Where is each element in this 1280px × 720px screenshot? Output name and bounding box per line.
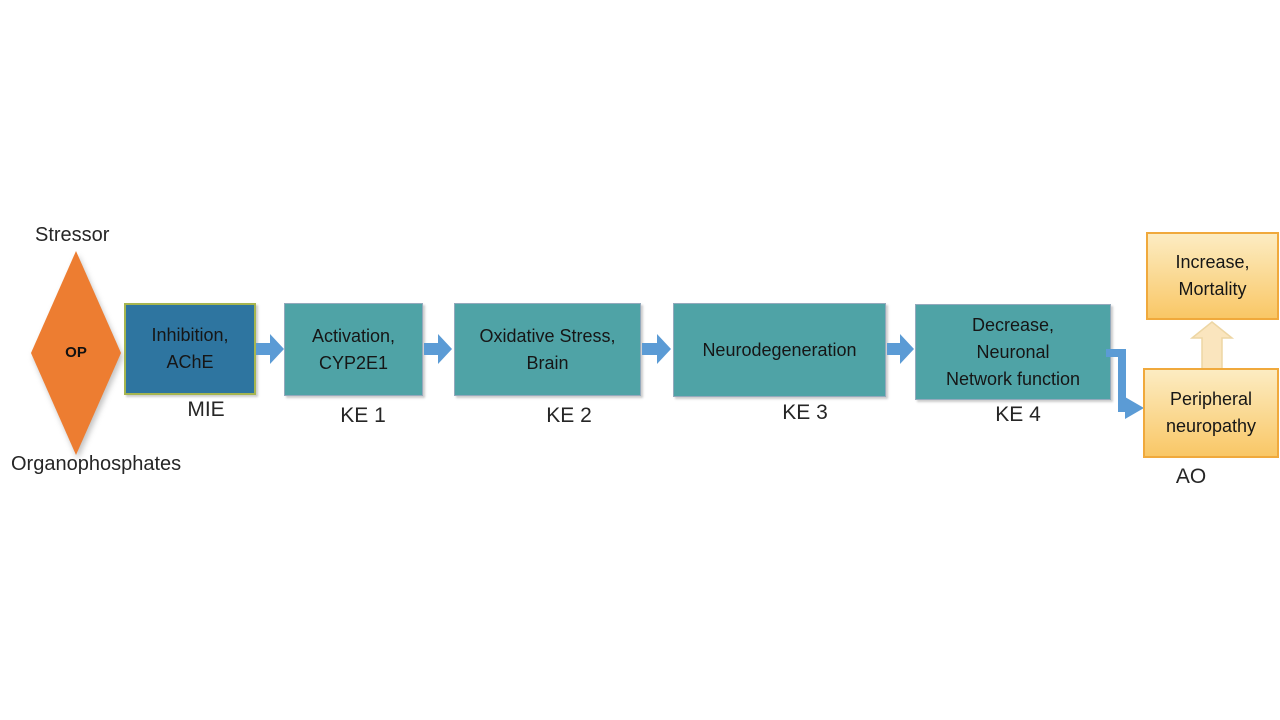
arrow-mie-to-ke1	[256, 334, 284, 364]
node-ke2-line1: Oxidative Stress,	[479, 325, 616, 346]
node-mie: Inhibition, AChE	[124, 303, 256, 395]
node-ke1-line2: CYP2E1	[318, 352, 389, 373]
node-ao-line2: neuropathy	[1165, 416, 1257, 436]
tag-mie: MIE	[187, 398, 225, 421]
node-outcome-line2: Mortality	[1178, 279, 1247, 299]
diamond-shape: OP	[31, 251, 121, 455]
node-ke1: Activation, CYP2E1	[284, 303, 423, 396]
tag-ao: AO	[1175, 465, 1207, 488]
node-ke2-line2: Brain	[526, 352, 569, 373]
node-ke4: Decrease, Neuronal Network function	[915, 304, 1111, 400]
arrow-ke2-to-ke3	[642, 334, 671, 364]
node-ao-line1: Peripheral	[1169, 389, 1253, 409]
node-outcome-line1: Increase,	[1175, 252, 1250, 272]
tag-ke4: KE 4	[995, 403, 1041, 426]
node-mie-line2: AChE	[166, 352, 214, 372]
tag-ke2: KE 2	[546, 404, 592, 427]
node-ke4-line2: Neuronal	[976, 341, 1050, 362]
arrow-ke3-to-ke4	[887, 334, 914, 364]
node-ao: Peripheral neuropathy	[1143, 368, 1279, 458]
node-ke1-line1: Activation,	[311, 325, 396, 346]
node-outcome: Increase, Mortality	[1146, 232, 1279, 320]
tag-ke3: KE 3	[782, 401, 828, 424]
node-mie-line1: Inhibition,	[151, 325, 229, 345]
node-ke2: Oxidative Stress, Brain	[454, 303, 641, 396]
node-ke3-line1: Neurodegeneration	[702, 339, 857, 360]
tag-ke1: KE 1	[340, 404, 386, 427]
organophosphates-label: Organophosphates	[11, 453, 182, 475]
arrow-ao-to-outcome	[1190, 321, 1234, 371]
stressor-abbreviation: OP	[65, 344, 87, 362]
stressor-diamond: OP	[31, 251, 121, 455]
node-ke4-line3: Network function	[945, 368, 1081, 389]
arrow-ke4-to-ao	[1106, 349, 1144, 419]
stressor-label: Stressor	[35, 224, 110, 246]
arrow-ke1-to-ke2	[424, 334, 452, 364]
node-ke4-line1: Decrease,	[971, 314, 1055, 335]
node-ke3: Neurodegeneration	[673, 303, 886, 397]
